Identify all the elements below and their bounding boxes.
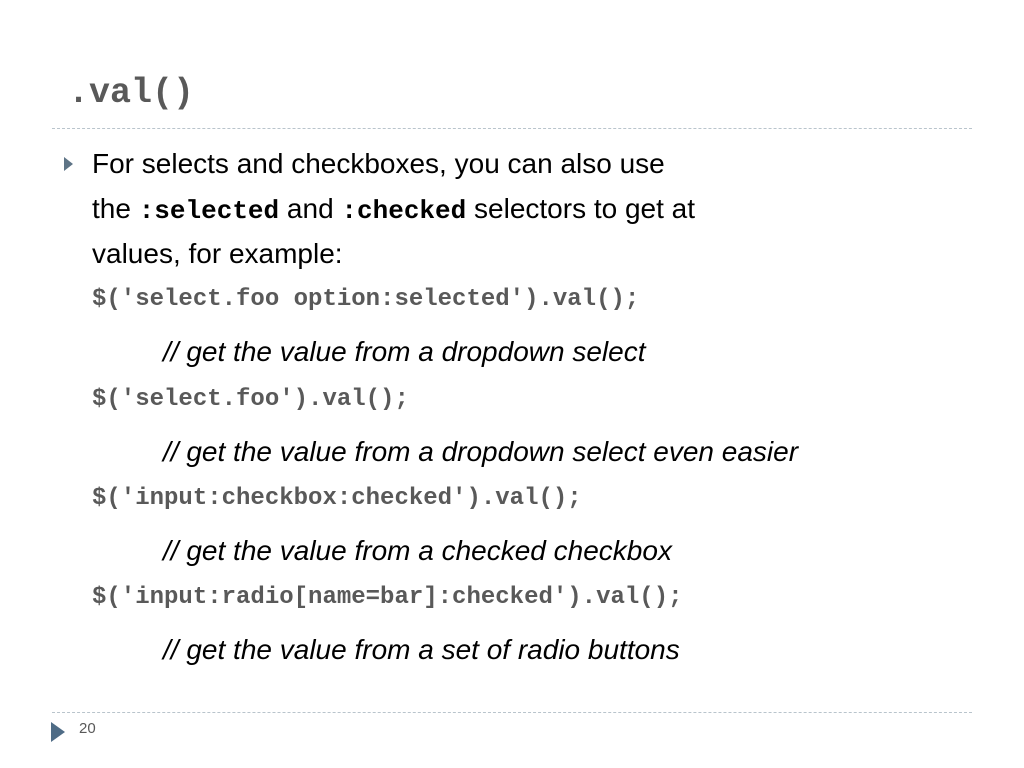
intro-line-2-prefix: the xyxy=(92,193,139,224)
intro-line-3: values, for example: xyxy=(92,238,343,269)
comment-example-4: // get the value from a set of radio but… xyxy=(163,634,680,665)
intro-line-2-suffix: selectors to get at xyxy=(466,193,696,224)
page-number: 20 xyxy=(79,720,96,737)
intro-line-2-and: and xyxy=(279,193,342,224)
triangle-bullet-icon xyxy=(64,157,73,171)
slide-title: .val() xyxy=(68,73,195,113)
checked-selector-code: :checked xyxy=(341,196,467,226)
comment-example-3: // get the value from a checked checkbox xyxy=(163,535,672,566)
selected-selector-code: :selected xyxy=(138,196,280,226)
intro-line-2: the :selected and :checked selectors to … xyxy=(92,193,696,226)
code-example-3: $('input:checkbox:checked').val(); xyxy=(92,485,582,512)
comment-example-2: // get the value from a dropdown select … xyxy=(163,436,799,467)
title-divider xyxy=(52,128,972,129)
intro-line-1: For selects and checkboxes, you can also… xyxy=(92,148,665,179)
footer-divider xyxy=(52,712,972,713)
code-example-4: $('input:radio[name=bar]:checked').val()… xyxy=(92,584,683,611)
triangle-footer-icon xyxy=(51,722,65,742)
comment-example-1: // get the value from a dropdown select xyxy=(163,336,646,367)
code-example-2: $('select.foo').val(); xyxy=(92,386,409,413)
code-example-1: $('select.foo option:selected').val(); xyxy=(92,286,640,313)
